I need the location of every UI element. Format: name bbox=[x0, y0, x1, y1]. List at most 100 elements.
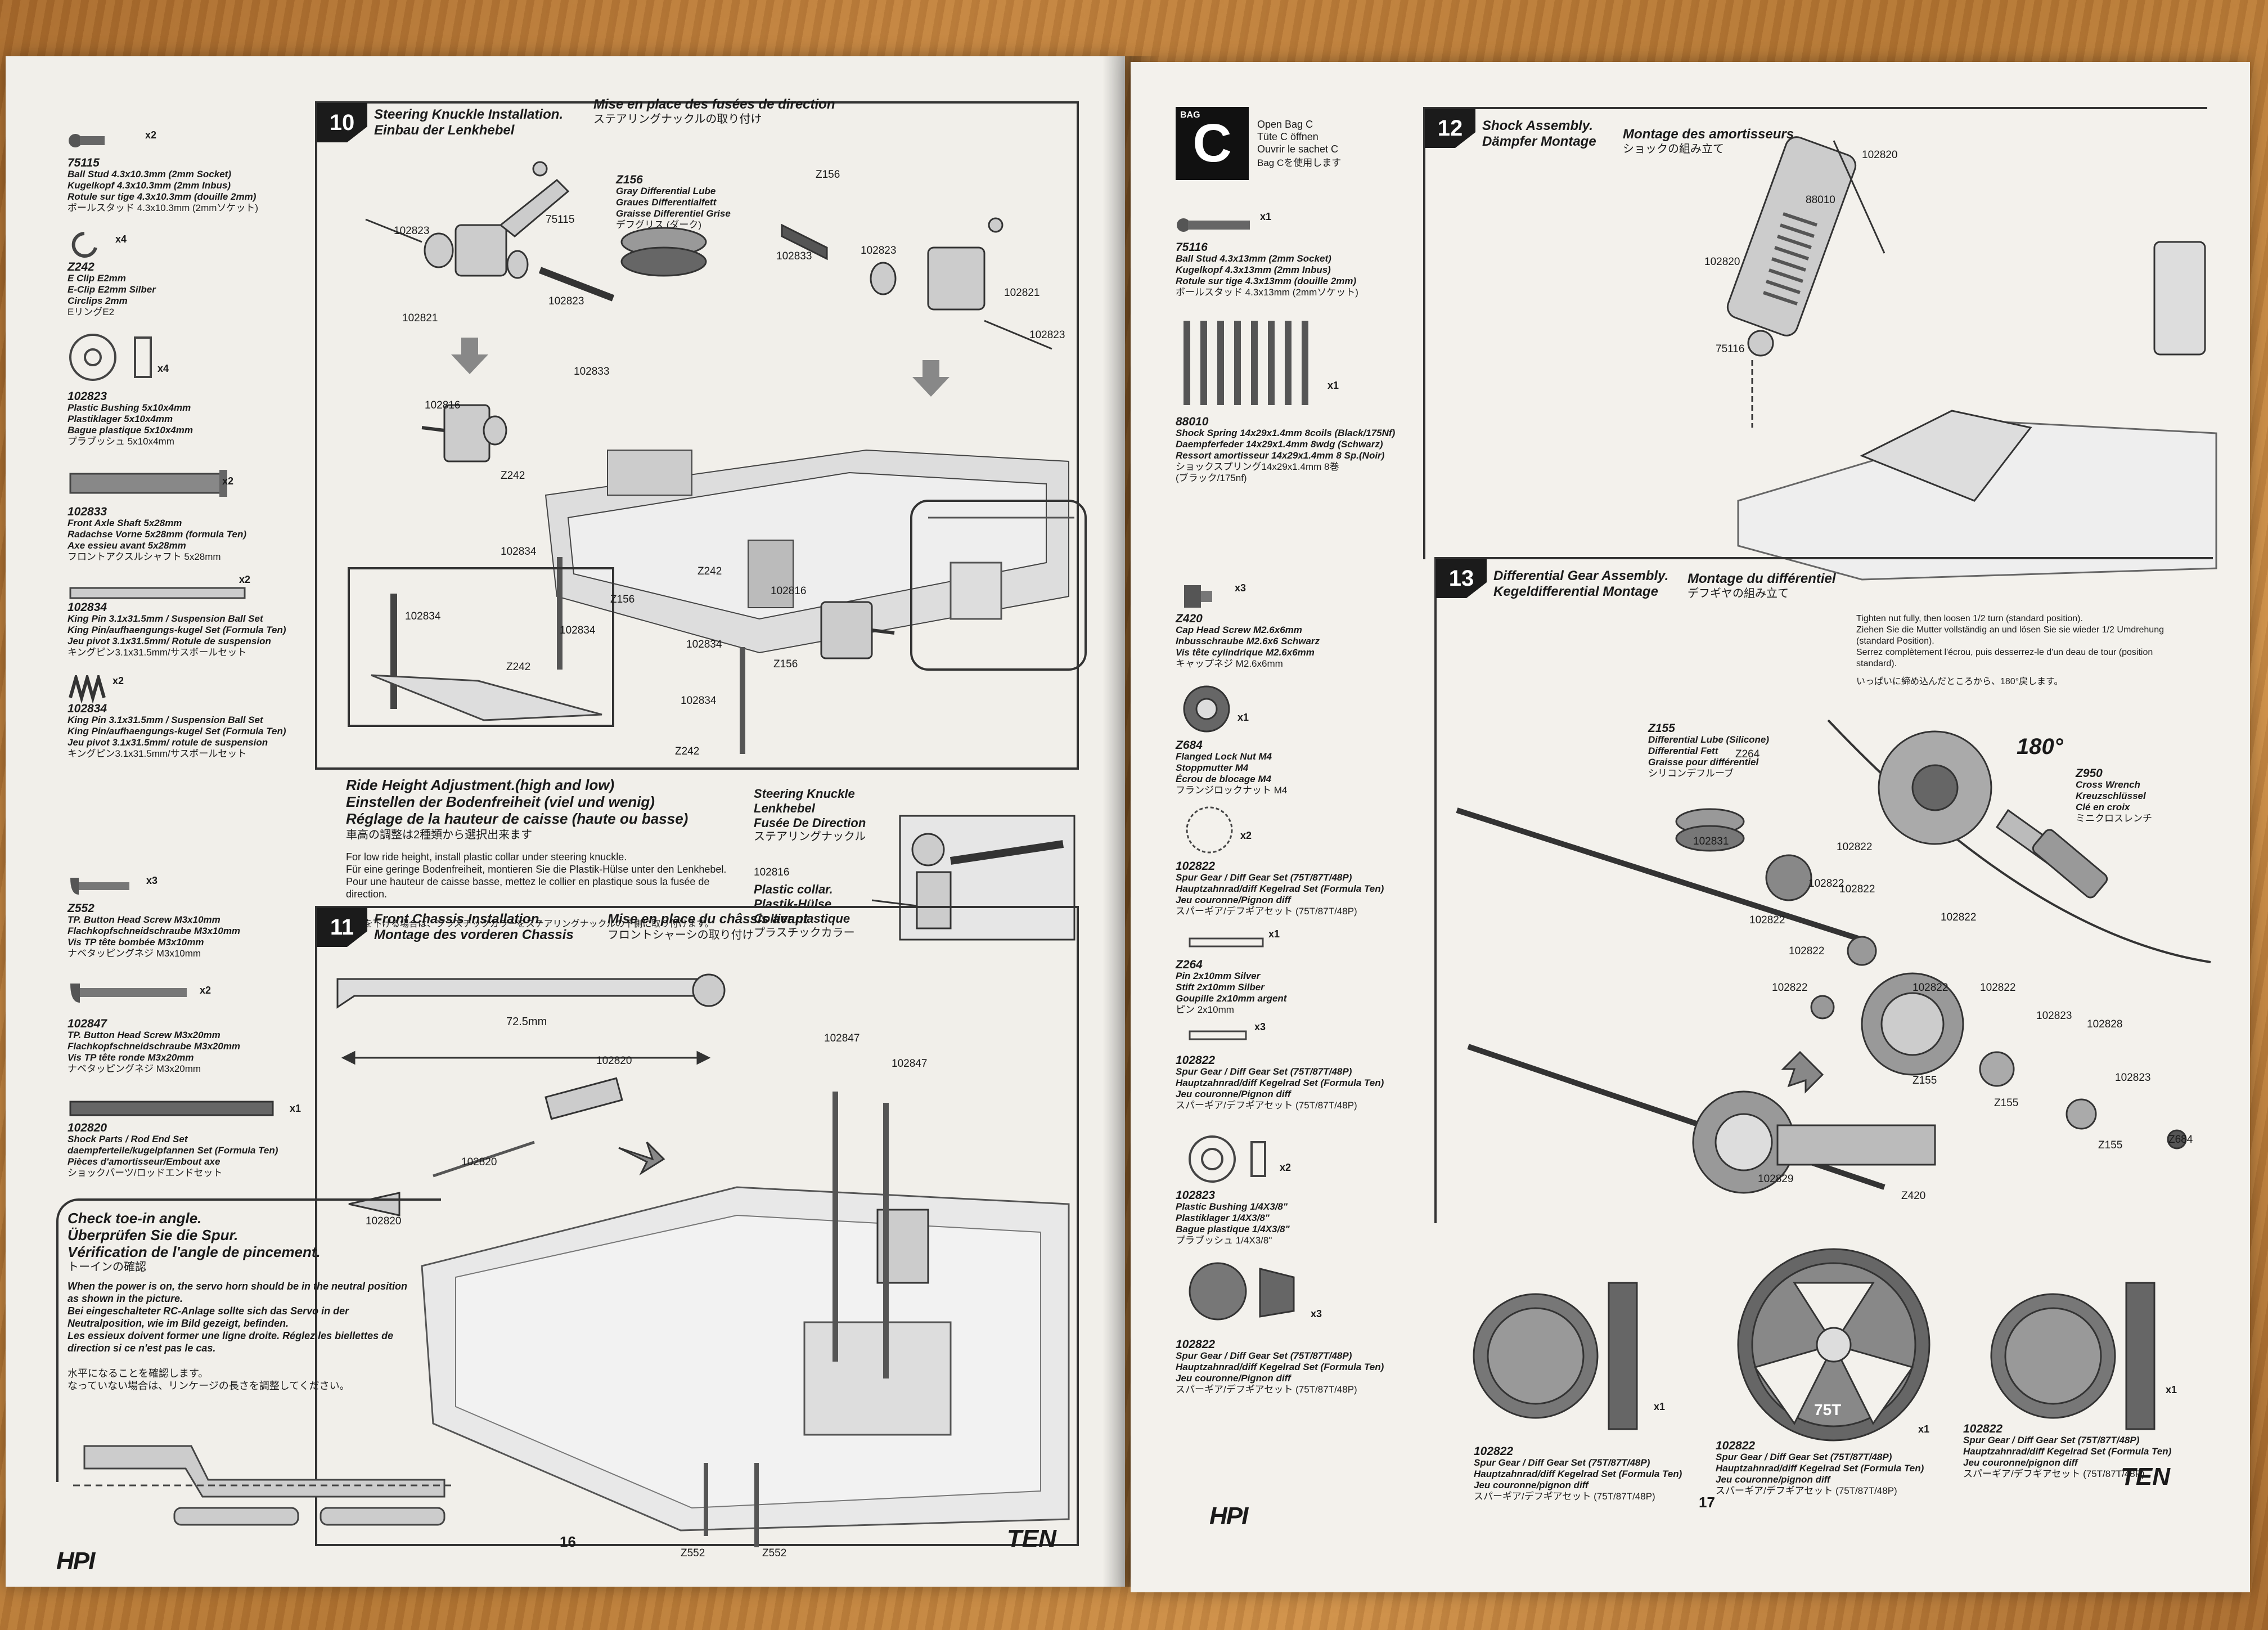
axle-shaft-icon bbox=[68, 456, 236, 504]
button-head-screw-icon bbox=[68, 861, 135, 903]
ride-height-title: Ride Height Adjustment.(high and low) Ei… bbox=[346, 776, 688, 827]
step-13-panel bbox=[1434, 557, 2213, 1223]
label: Z242 bbox=[698, 565, 722, 577]
step-13-title-fr: Montage du différentiel bbox=[1688, 571, 1836, 586]
button-head-screw-long-icon bbox=[68, 968, 191, 1010]
label: Z155 bbox=[2098, 1139, 2123, 1151]
part-qty: x4 bbox=[158, 363, 169, 374]
label: 102816 bbox=[425, 399, 461, 411]
label: 102823 bbox=[1029, 329, 1065, 341]
bottom-gears-drawing bbox=[1473, 1248, 2156, 1442]
step-13-drawing bbox=[1456, 719, 2211, 1194]
label: 102847 bbox=[892, 1058, 928, 1070]
dimension-label: 72.5mm bbox=[506, 1016, 547, 1028]
step-12-drawing bbox=[1726, 136, 2217, 581]
part-qty: x3 bbox=[146, 875, 158, 886]
label: 75115 bbox=[546, 214, 575, 226]
label: 102822 bbox=[1837, 841, 1873, 853]
plastic-bushing-icon bbox=[1187, 1120, 1277, 1190]
step-11-drawing bbox=[336, 973, 1070, 1547]
step-number: 11 bbox=[317, 908, 367, 947]
page-number: 16 bbox=[560, 1533, 576, 1550]
step-11-title: Front Chassis Installation. Montage des … bbox=[374, 911, 574, 942]
gear-teeth-label: 75T bbox=[1814, 1401, 1842, 1418]
cap-head-screw-icon bbox=[1181, 571, 1215, 613]
label: 102823 bbox=[2115, 1072, 2151, 1084]
label: 102822 bbox=[1912, 982, 1948, 994]
label: 102823 bbox=[2036, 1010, 2072, 1022]
step-13-title: Differential Gear Assembly. Kegeldiffere… bbox=[1493, 568, 1669, 599]
label: Z420 bbox=[1901, 1190, 1926, 1202]
toe-in-panel bbox=[56, 1198, 441, 1482]
label: Z156 bbox=[816, 169, 840, 181]
ball-stud-long-icon bbox=[1176, 203, 1254, 239]
label: 102834 bbox=[686, 639, 722, 650]
plastic-bushing-icon bbox=[68, 321, 163, 385]
step-13-title-jp: デフギヤの組み立て bbox=[1688, 587, 1789, 600]
hpi-logo: HPI bbox=[1209, 1502, 1248, 1530]
part-qty: x2 bbox=[145, 129, 157, 141]
label: 102823 bbox=[394, 225, 430, 237]
label: Z155 bbox=[1912, 1075, 1937, 1086]
label: 102820 bbox=[1704, 256, 1740, 268]
label: 102829 bbox=[1758, 1173, 1794, 1185]
pin-icon bbox=[1187, 923, 1271, 954]
label: 102821 bbox=[402, 312, 438, 324]
label: 102834 bbox=[560, 625, 596, 636]
part-qty: x3 bbox=[1254, 1021, 1266, 1032]
label: 102834 bbox=[501, 546, 537, 558]
part-qty: x2 bbox=[1240, 830, 1252, 841]
label: 102820 bbox=[461, 1156, 497, 1168]
part-qty: x2 bbox=[1280, 1162, 1292, 1173]
page-number: 17 bbox=[1699, 1494, 1715, 1511]
label: 102847 bbox=[824, 1032, 860, 1044]
bag-c-jp: Bag Cを使用します bbox=[1257, 158, 1342, 168]
hpi-logo: HPI bbox=[56, 1547, 95, 1575]
label: Z552 bbox=[681, 1547, 705, 1559]
bevel-gear-icon bbox=[1187, 1249, 1299, 1325]
toe-in-body: When the power is on, the servo horn sho… bbox=[68, 1281, 408, 1354]
step-10-title-fr: Mise en place des fusées de direction bbox=[593, 97, 835, 112]
shock-rod-icon bbox=[68, 1086, 281, 1122]
part-qty: x1 bbox=[1654, 1401, 1666, 1412]
part-qty: x3 bbox=[1311, 1308, 1322, 1319]
collar-label-jp: プラスチックカラー bbox=[754, 927, 855, 939]
knuckle-label-jp: ステアリングナックル bbox=[754, 830, 866, 843]
label: 102823 bbox=[861, 245, 897, 257]
part-qty: x1 bbox=[1260, 211, 1272, 222]
label: 75116 bbox=[1716, 343, 1745, 355]
label: Z242 bbox=[501, 470, 525, 482]
label: Z155 bbox=[1994, 1097, 2019, 1109]
ride-height-jp: 車高の調整は2種類から選択出来ます bbox=[346, 829, 533, 841]
label: 88010 bbox=[1806, 194, 1835, 206]
part-qty: x1 bbox=[1918, 1424, 1930, 1435]
part-qty: x2 bbox=[239, 574, 251, 585]
part-qty: x1 bbox=[2166, 1384, 2177, 1395]
tighten-note: Tighten nut fully, then loosen 1/2 turn … bbox=[1856, 614, 2164, 668]
label: 102834 bbox=[681, 695, 717, 707]
step-11-title-jp: フロントシャーシの取り付け bbox=[608, 929, 754, 941]
gear-shim-icon bbox=[1187, 1016, 1254, 1047]
label: Z156 bbox=[610, 594, 635, 605]
step-12-panel bbox=[1423, 107, 2207, 559]
collar-code: 102816 bbox=[754, 866, 790, 878]
e-clip-icon bbox=[68, 219, 101, 262]
label: 102834 bbox=[405, 610, 441, 622]
toe-in-title: Check toe-in angle. Überprüfen Sie die S… bbox=[68, 1210, 321, 1260]
label: 102822 bbox=[1980, 982, 2016, 994]
toe-in-drawing bbox=[73, 1445, 456, 1526]
